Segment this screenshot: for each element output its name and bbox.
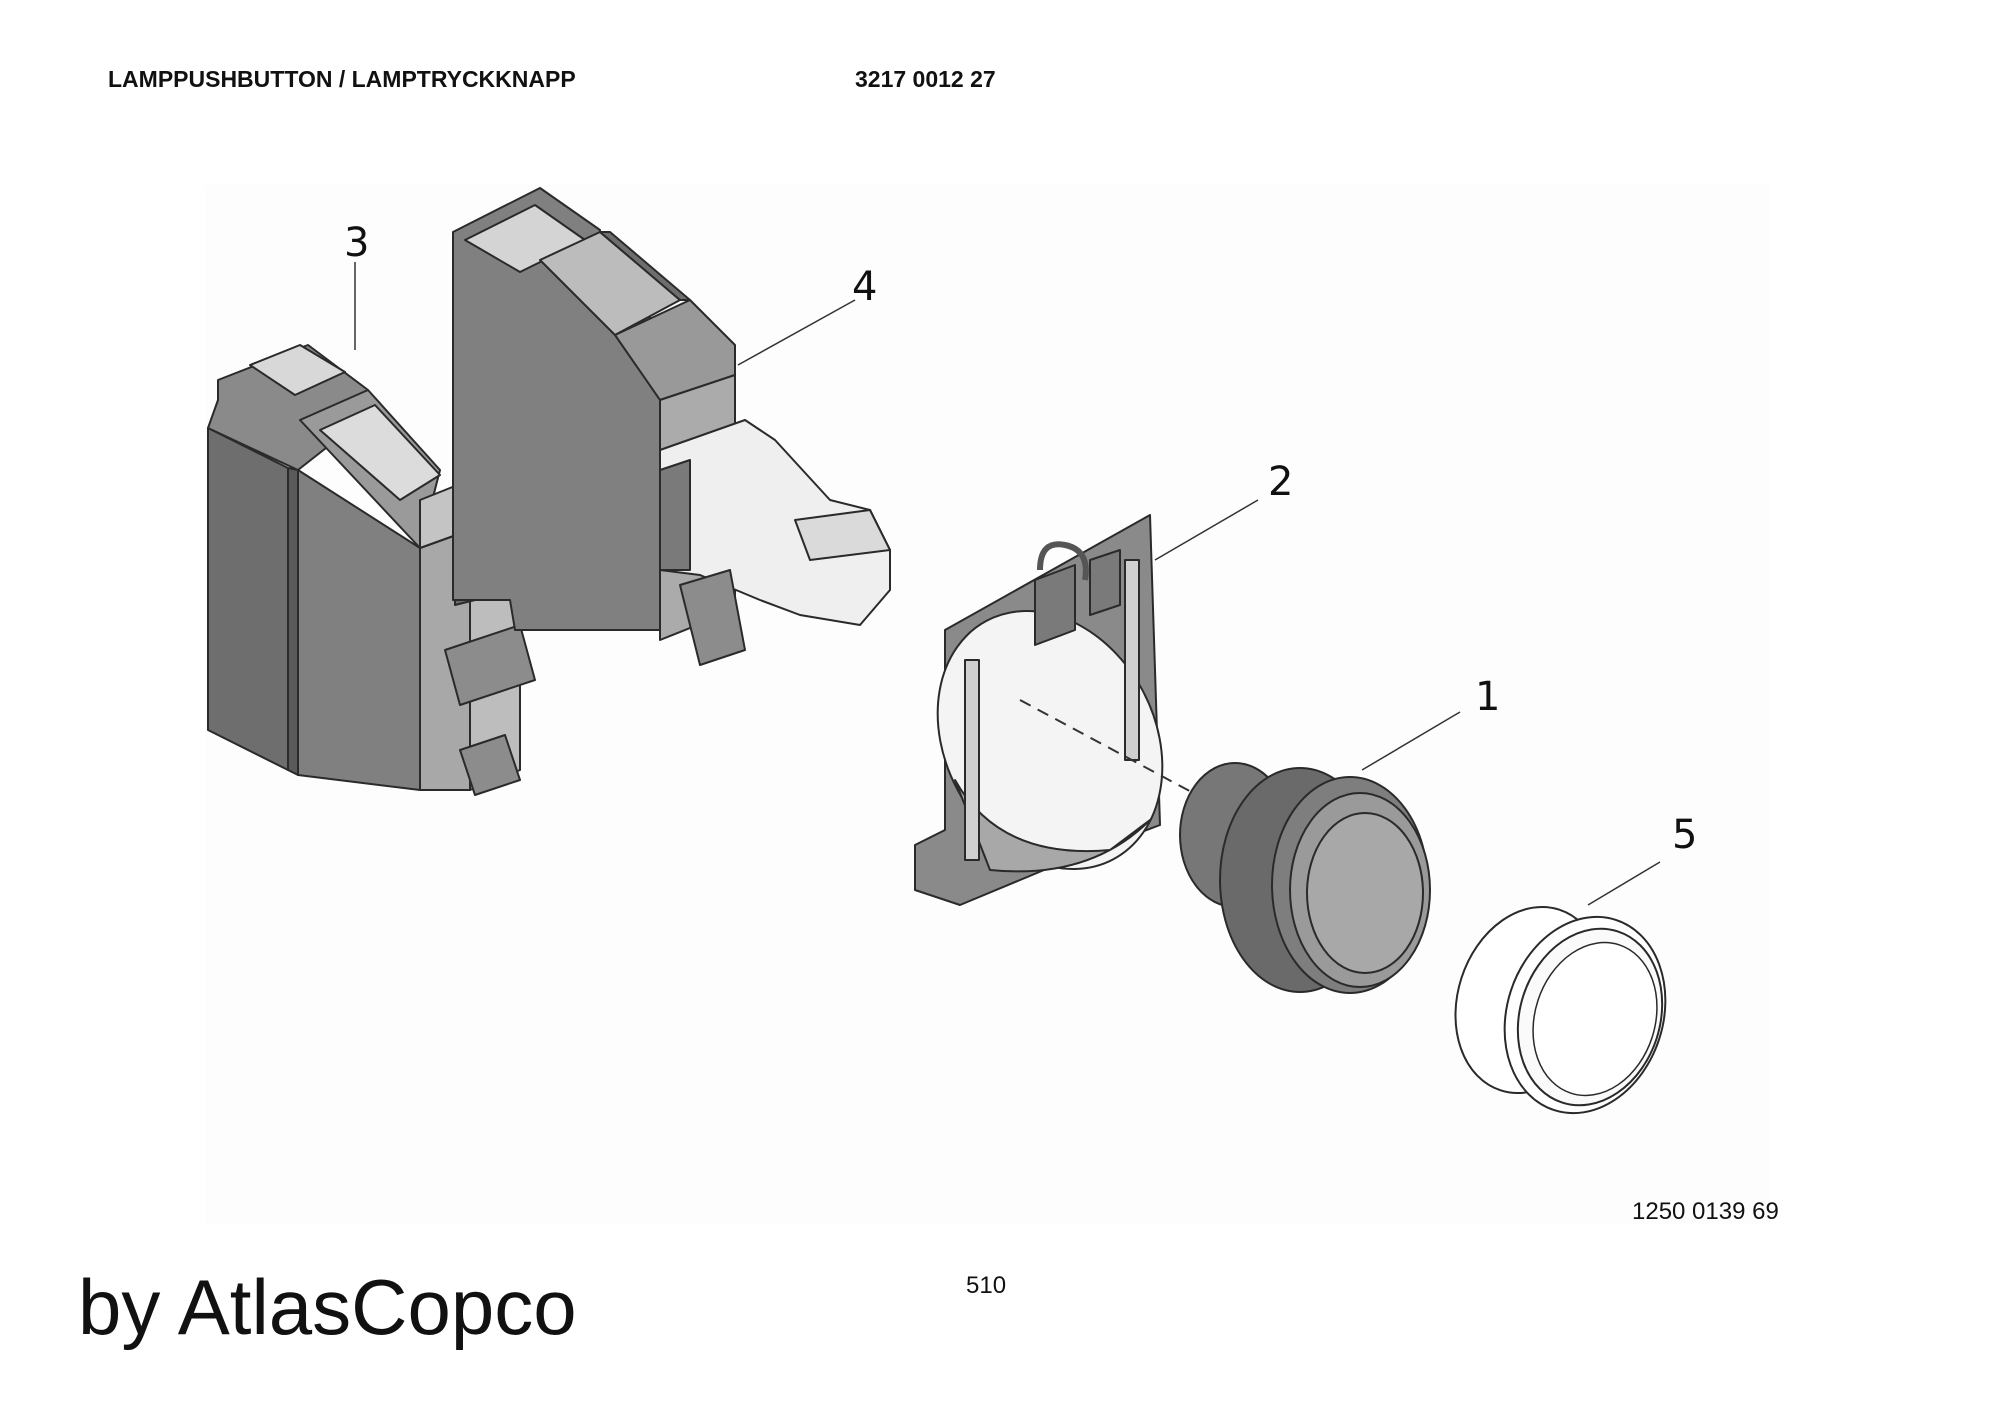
part-number: 3217 0012 27 (855, 66, 996, 92)
brand-watermark: by AtlasCopco (78, 1263, 577, 1351)
leader-lines (354, 262, 1661, 906)
leader-line-2 (1154, 499, 1259, 561)
callout-2: 2 (1268, 459, 1293, 505)
callout-5: 5 (1672, 812, 1697, 858)
part-4-lamp-block (452, 187, 891, 666)
document-title: LAMPPUSHBUTTON / LAMPTRYCKKNAPP (108, 66, 576, 92)
leader-line-4 (737, 299, 856, 366)
callout-3: 3 (344, 220, 369, 266)
leader-line-5 (1587, 861, 1661, 906)
callout-1: 1 (1475, 674, 1500, 720)
callout-4: 4 (852, 264, 877, 310)
figure-id: 1250 0139 69 (1632, 1198, 1779, 1225)
page-number: 510 (966, 1272, 1007, 1299)
part-5-lens-cap (1454, 905, 1667, 1115)
part-1-pushbutton-head (1179, 762, 1431, 994)
leader-line-1 (1361, 711, 1461, 771)
